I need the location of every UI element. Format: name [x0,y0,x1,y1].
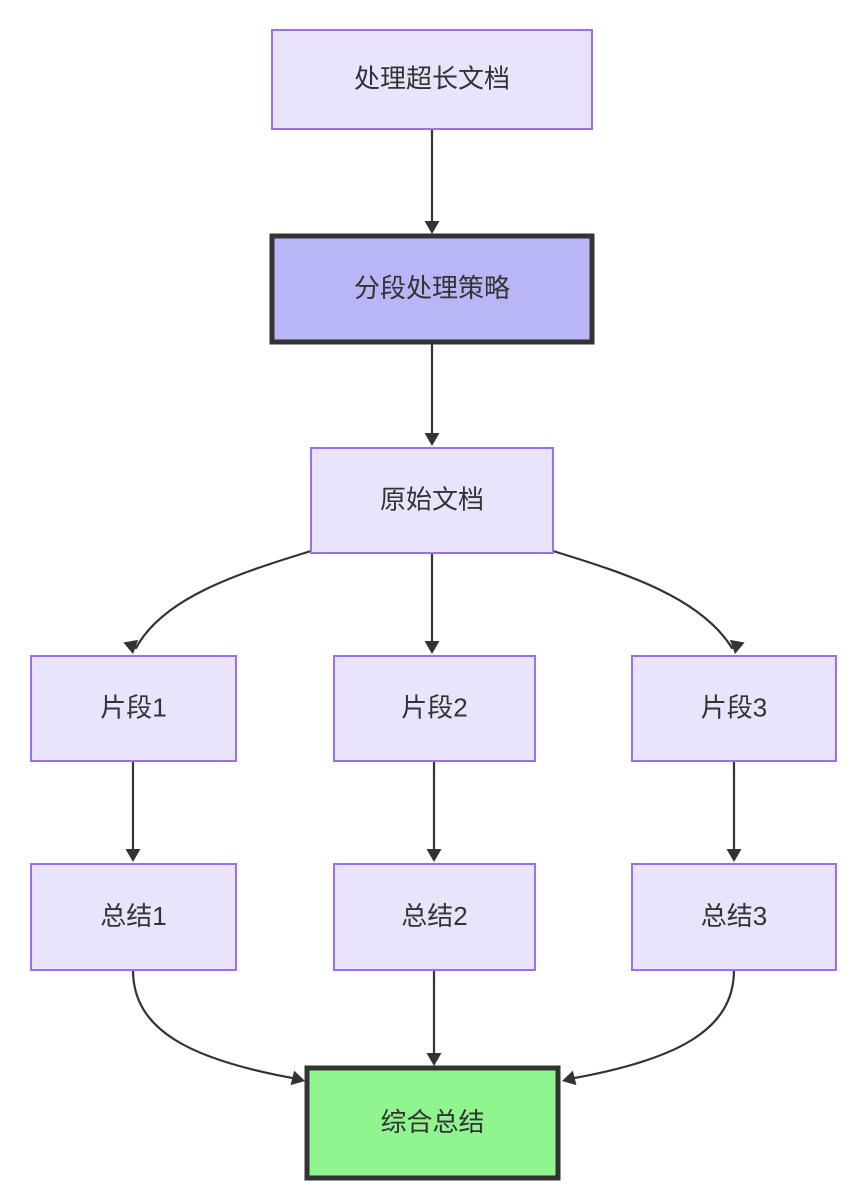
edge-n3-to-n6 [551,549,734,650]
node-n7[interactable]: 总结1 [30,863,237,971]
node-n4[interactable]: 片段1 [30,655,237,762]
node-box-n9[interactable] [631,863,837,971]
arrowhead [424,221,440,234]
edge-n7-to-n10 [131,968,300,1081]
node-label-n6: 片段3 [701,692,767,722]
node-box-n8[interactable] [333,863,536,971]
node-label-n1: 处理超长文档 [354,63,510,93]
arrowhead [424,641,440,654]
node-n6[interactable]: 片段3 [631,655,837,762]
node-box-n3[interactable] [310,447,554,554]
edge-n3-to-n4 [134,549,313,650]
node-n8[interactable]: 总结2 [333,863,536,971]
node-label-n7: 总结1 [100,901,166,931]
node-n3[interactable]: 原始文档 [310,447,554,554]
node-label-n8: 总结2 [401,901,467,931]
node-box-n1[interactable] [271,29,593,130]
arrowhead [290,1070,305,1086]
node-label-n10: 综合总结 [380,1107,484,1137]
edge-n9-to-n10 [567,968,736,1081]
node-box-n7[interactable] [30,863,237,971]
node-label-n3: 原始文档 [380,484,484,514]
arrowhead [726,849,742,862]
node-n10[interactable]: 综合总结 [304,1065,561,1181]
node-label-n5: 片段2 [401,692,467,722]
node-label-n4: 片段1 [100,692,166,722]
edges-layer [131,127,736,1081]
arrowheads-layer [123,221,745,1086]
arrowhead [125,849,141,862]
arrowhead [424,433,440,446]
node-label-n9: 总结3 [701,901,767,931]
node-n2[interactable]: 分段处理策略 [269,233,595,345]
node-box-n4[interactable] [30,655,237,762]
node-box-n6[interactable] [631,655,837,762]
node-n1[interactable]: 处理超长文档 [271,29,593,130]
node-box-n10[interactable] [304,1065,561,1181]
node-n9[interactable]: 总结3 [631,863,837,971]
node-label-n2: 分段处理策略 [354,273,510,303]
arrowhead [562,1070,577,1086]
node-box-n2[interactable] [269,233,595,345]
arrowhead [426,1053,442,1066]
arrowhead [729,639,745,654]
node-n5[interactable]: 片段2 [333,655,536,762]
node-box-n5[interactable] [333,655,536,762]
arrowhead [123,639,139,654]
arrowhead [426,849,442,862]
